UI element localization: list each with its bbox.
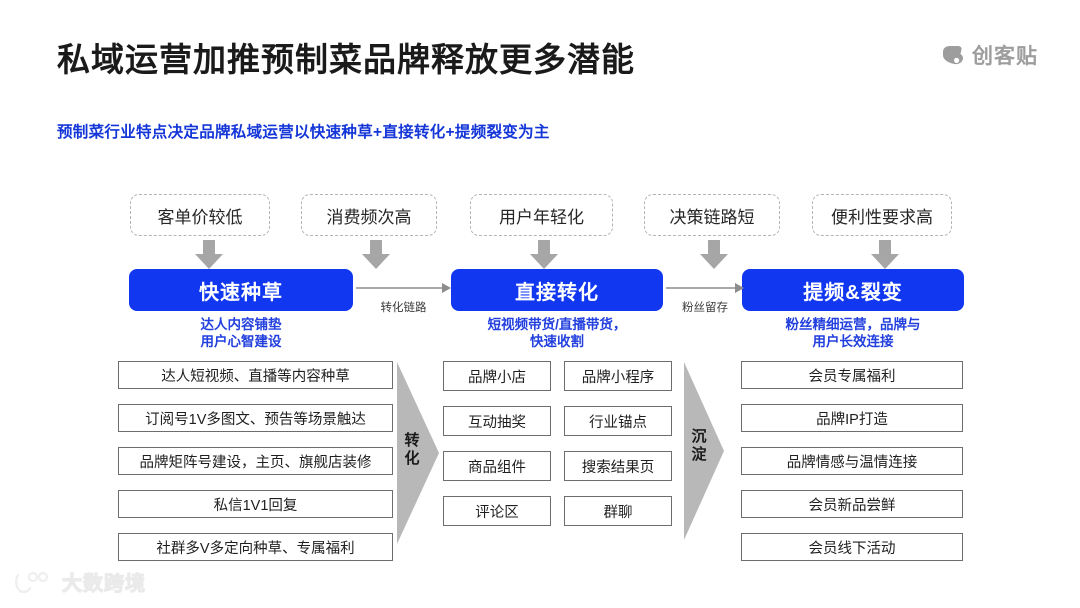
left-list-item-4[interactable]: 私信1V1回复 (118, 490, 393, 518)
creative-cloud-mark-icon (939, 43, 965, 67)
stage-description-2: 短视频带货/直播带货， 快速收割 (451, 316, 663, 350)
stage-banner-1[interactable]: 快速种草 (129, 269, 353, 311)
chevron-label-2: 沉淀 (686, 428, 712, 464)
middle-list-item-1[interactable]: 品牌小店 (443, 361, 551, 391)
feature-box-1: 客单价较低 (130, 194, 270, 236)
right-list-item-5[interactable]: 会员线下活动 (741, 533, 963, 561)
stage-description-line: 用户长效连接 (812, 334, 894, 349)
left-list-item-3[interactable]: 品牌矩阵号建设，主页、旗舰店装修 (118, 447, 393, 475)
stage-connector-label-2: 粉丝留存 (682, 302, 728, 314)
stage-description-line: 粉丝精细运营，品牌与 (785, 317, 921, 332)
middle-list-item-3[interactable]: 互动抽奖 (443, 406, 551, 436)
middle-list-item-6[interactable]: 搜索结果页 (564, 451, 672, 481)
left-list-item-2[interactable]: 订阅号1V多图文、预告等场景触达 (118, 404, 393, 432)
down-arrow-3 (527, 240, 561, 270)
chevron-label-char: 化 (404, 450, 420, 467)
stage-description-line: 短视频带货/直播带货， (487, 317, 627, 332)
down-arrow-1 (192, 240, 226, 270)
feature-box-4: 决策链路短 (644, 194, 780, 236)
stage-banner-2[interactable]: 直接转化 (451, 269, 663, 311)
middle-list-item-7[interactable]: 评论区 (443, 496, 551, 526)
chevron-label-char: 沉 (691, 428, 707, 445)
brand-name: 创客贴 (972, 45, 1038, 68)
stage-description-1: 达人内容铺垫用户心智建设 (129, 316, 353, 350)
stage-connector-label-1: 转化链路 (380, 302, 427, 314)
middle-list-item-5[interactable]: 商品组件 (443, 451, 551, 481)
stage-description-line: 用户心智建设 (200, 334, 282, 349)
right-list-item-2[interactable]: 品牌IP打造 (741, 404, 963, 432)
down-arrow-4 (697, 240, 731, 270)
middle-list-item-8[interactable]: 群聊 (564, 496, 672, 526)
chevron-label-char: 转 (404, 432, 420, 449)
stage-connector-1: 转化链路 (356, 283, 451, 319)
page-title: 私域运营加推预制菜品牌释放更多潜能 (57, 41, 635, 78)
chevron-2 (684, 362, 724, 540)
watermark: 大数跨境 (14, 567, 146, 596)
stage-description-3: 粉丝精细运营，品牌与用户长效连接 (742, 316, 964, 350)
right-list-item-4[interactable]: 会员新品尝鲜 (741, 490, 963, 518)
feature-box-3: 用户年轻化 (470, 194, 613, 236)
brand-logo: 创客贴 (939, 40, 1038, 70)
stage-description-line: 快速收割 (530, 334, 584, 349)
down-arrow-5 (868, 240, 902, 270)
middle-list-item-2[interactable]: 品牌小程序 (564, 361, 672, 391)
left-list-item-5[interactable]: 社群多V多定向种草、专属福利 (118, 533, 393, 561)
left-list-item-1[interactable]: 达人短视频、直播等内容种草 (118, 361, 393, 389)
stage-connector-2: 粉丝留存 (666, 283, 744, 319)
stage-description-line: 达人内容铺垫 (200, 317, 282, 332)
chevron-label-1: 转化 (399, 432, 425, 468)
chevron-1 (397, 362, 439, 544)
right-list-item-1[interactable]: 会员专属福利 (741, 361, 963, 389)
page-subtitle: 预制菜行业特点决定品牌私域运营以快速种草+直接转化+提频裂变为主 (57, 124, 550, 141)
watermark-text: 大数跨境 (62, 573, 146, 596)
right-list-item-3[interactable]: 品牌情感与温情连接 (741, 447, 963, 475)
middle-list-item-4[interactable]: 行业锚点 (564, 406, 672, 436)
dashu-kuajing-mark-icon (14, 570, 54, 594)
chevron-label-char: 淀 (691, 446, 707, 463)
down-arrow-2 (359, 240, 393, 270)
stage-banner-3[interactable]: 提频&裂变 (742, 269, 964, 311)
feature-box-2: 消费频次高 (301, 194, 437, 236)
feature-box-5: 便利性要求高 (812, 194, 952, 236)
